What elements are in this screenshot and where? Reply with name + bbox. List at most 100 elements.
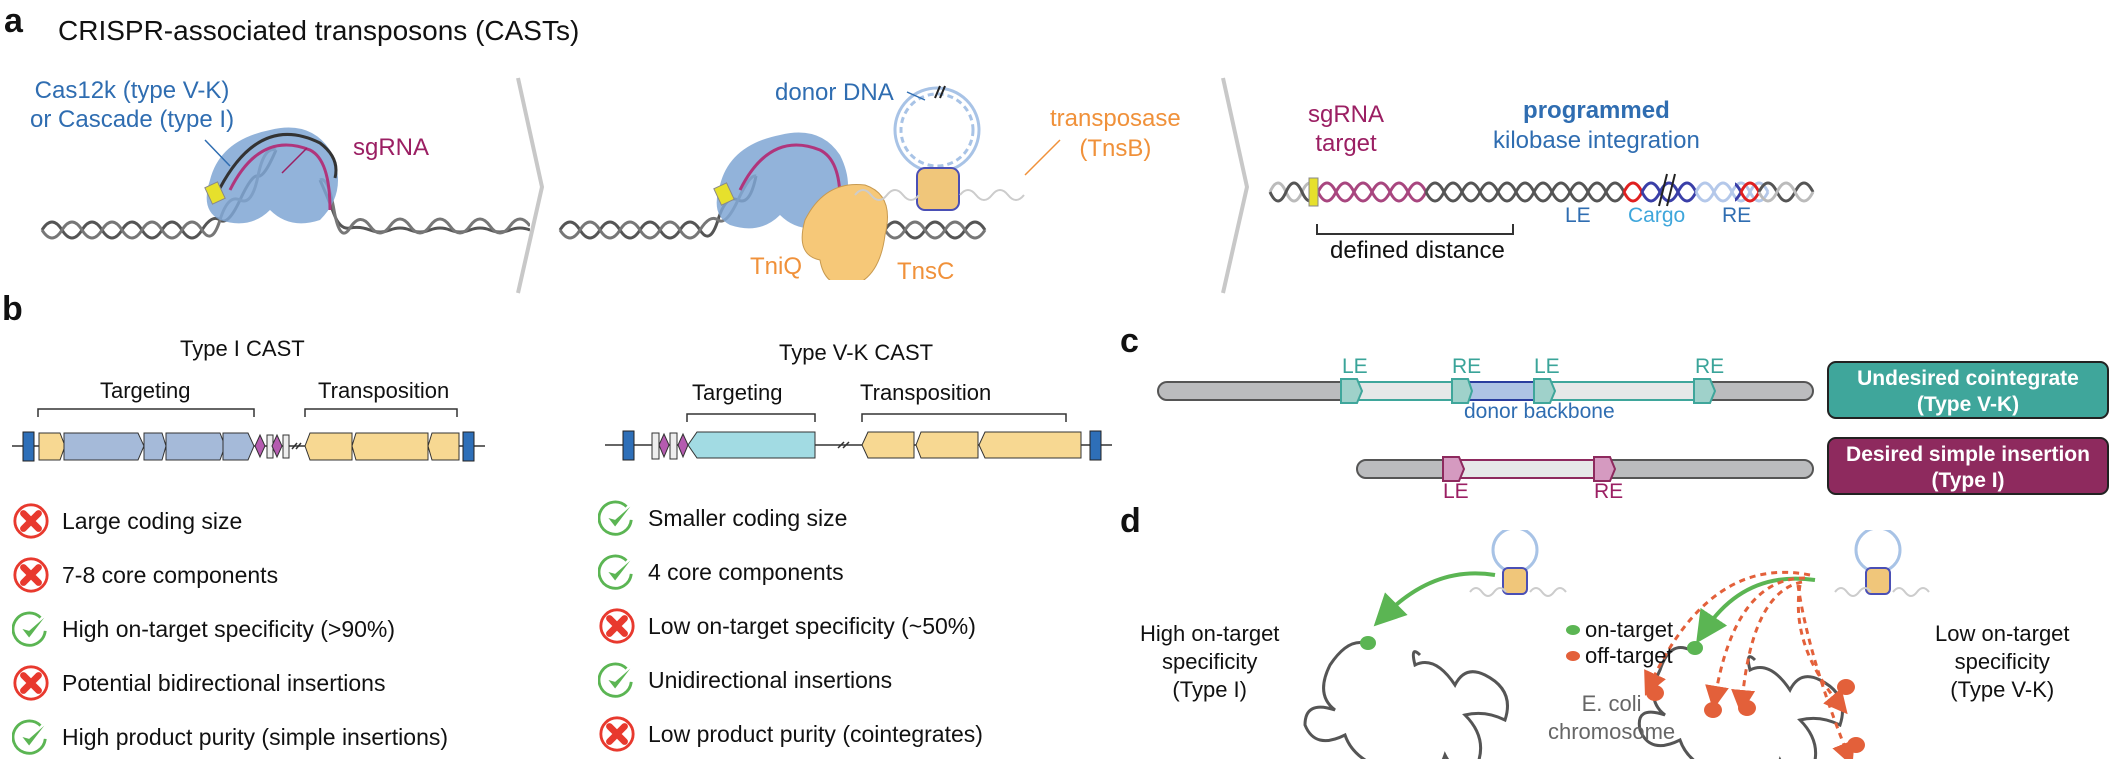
cas-label-line1: Cas12k (type V-K): [34, 77, 230, 104]
feature-text: High on-target specificity (>90%): [62, 615, 396, 642]
on-target-site-right: [1687, 641, 1703, 655]
donor-complex-left: [1469, 530, 1567, 597]
gene-tnsb: [351, 432, 429, 461]
simple-re: [1593, 456, 1617, 482]
gene-tnsa: [304, 432, 353, 461]
type1-cast-title: Type I CAST: [180, 336, 305, 361]
typevk-operon-map: [605, 413, 1112, 461]
donor-backbone-label: donor backbone: [1464, 400, 1615, 423]
typevk-feature-item: Smaller coding size: [598, 491, 983, 545]
crispr-repeat: [677, 432, 689, 459]
chromosome-right: [1637, 646, 1844, 759]
crispr-spacer: [669, 432, 678, 460]
chromosome-label-line2: chromosome: [1548, 719, 1676, 744]
simple-badge-line2: (Type I): [1931, 469, 2005, 492]
gene-tnsb: [978, 431, 1082, 459]
cross-circle-icon: [599, 716, 635, 752]
leader-lines-step2: [906, 91, 1061, 176]
simple-re-label: RE: [1594, 480, 1624, 503]
cas-label: Cas12k (type V-K) or Cascade (type I): [30, 76, 234, 134]
feature-text: Potential bidirectional insertions: [62, 669, 386, 696]
type1-transposition-bracket: [304, 408, 458, 417]
cargo-break-icon: [1658, 173, 1676, 207]
ecoli-chromosome-label: E. coli chromosome: [1548, 690, 1675, 746]
low-specificity-label: Low on-target specificity (Type V-K): [1935, 620, 2070, 704]
integrated-dna-helix-right: [1735, 181, 1815, 203]
cointegrate-le-1-label: LE: [1342, 355, 1368, 378]
gene-cas8: [63, 432, 145, 461]
panel-d-letter: d: [1120, 502, 1141, 540]
typevk-feature-item: Low product purity (cointegrates): [598, 707, 983, 761]
typevk-re-end: [1089, 430, 1102, 461]
chromosome-label-line1: E. coli: [1581, 691, 1642, 716]
tnsc-label: TnsC: [897, 258, 955, 285]
cointegrate-re-2-label: RE: [1695, 355, 1725, 378]
on-target-arrow-left: [1373, 571, 1496, 627]
kilobase-integration-label: kilobase integration: [1493, 127, 1700, 154]
donor-dna-label: donor DNA: [775, 79, 894, 106]
simple-le: [1442, 456, 1466, 482]
transposase-label: transposase (TnsB): [1050, 104, 1181, 164]
typevk-transposition-bracket: [861, 413, 1067, 422]
gene-tnsd: [38, 432, 66, 461]
feature-text: Low product purity (cointegrates): [648, 720, 983, 747]
desired-simple-insertion-badge: Desired simple insertion (Type I): [1827, 437, 2109, 495]
typevk-le-end: [622, 430, 635, 461]
gene-cas7: [165, 432, 226, 461]
low-specificity-line2: specificity: [1954, 649, 2050, 674]
le-label-step3: LE: [1565, 204, 1591, 227]
off-target-site: [1704, 702, 1722, 718]
cointegrate-cargo-1: [1349, 381, 1461, 401]
type1-transposition-label: Transposition: [318, 378, 450, 403]
type1-feature-item: 7-8 core components: [12, 548, 448, 602]
type1-targeting-bracket: [37, 408, 255, 417]
pam-marker: [204, 181, 226, 205]
gene-cas6: [222, 432, 255, 461]
panel-a-letter: a: [4, 2, 23, 40]
off-target-site: [1837, 679, 1855, 695]
feature-text: Low on-target specificity (~50%): [648, 612, 976, 639]
cointegrate-le-1: [1340, 378, 1364, 404]
leader-lines-step1: [204, 139, 308, 174]
crispr-repeat: [271, 433, 283, 459]
cointegrate-re-2: [1693, 378, 1717, 404]
simple-le-label: LE: [1443, 480, 1469, 503]
feature-text: 7-8 core components: [62, 561, 279, 588]
crispr-repeat: [658, 432, 670, 459]
sgrna-strand: [228, 143, 332, 211]
donor-complex-right: [1834, 530, 1930, 597]
cas-protein-blob: [206, 127, 338, 224]
re-label-step3: RE: [1722, 204, 1752, 227]
pam-marker-step3: [1308, 177, 1319, 207]
step-separator-2: [1221, 77, 1250, 294]
gene-tnsc: [427, 432, 460, 461]
cross-circle-icon: [599, 608, 635, 644]
cross-circle-icon: [13, 503, 49, 539]
crispr-spacer: [651, 432, 660, 460]
cointegrate-re-1-label: RE: [1452, 355, 1482, 378]
typevk-feature-item: Unidirectional insertions: [598, 653, 983, 707]
typevk-cast-title: Type V-K CAST: [779, 340, 934, 365]
gene-tnsc: [915, 431, 979, 459]
off-target-site: [1847, 737, 1865, 753]
tniq-label: TniQ: [750, 253, 803, 280]
defined-distance-bracket: [1316, 224, 1514, 235]
cargo-label: Cargo: [1628, 204, 1686, 227]
transposase-label-line2: (TnsB): [1079, 135, 1152, 162]
feature-text: Unidirectional insertions: [648, 666, 893, 693]
type1-le-end: [22, 431, 35, 462]
cointegrate-badge-line2: (Type V-K): [1916, 393, 2020, 416]
off-target-site: [1646, 685, 1664, 701]
gene-cas12k: [687, 431, 816, 459]
feature-text: High product purity (simple insertions): [62, 723, 449, 750]
gene-cas5: [143, 432, 167, 461]
typevk-targeting-label: Targeting: [692, 380, 783, 405]
sgrna-target-line1: sgRNA: [1308, 101, 1385, 128]
cointegrate-le-2: [1533, 378, 1557, 404]
legend-off-target-label: off-target: [1585, 643, 1673, 668]
crispr-spacer: [282, 434, 290, 459]
off-target-site: [1738, 700, 1756, 716]
check-circle-icon: [598, 554, 633, 590]
simple-cargo: [1449, 459, 1601, 479]
